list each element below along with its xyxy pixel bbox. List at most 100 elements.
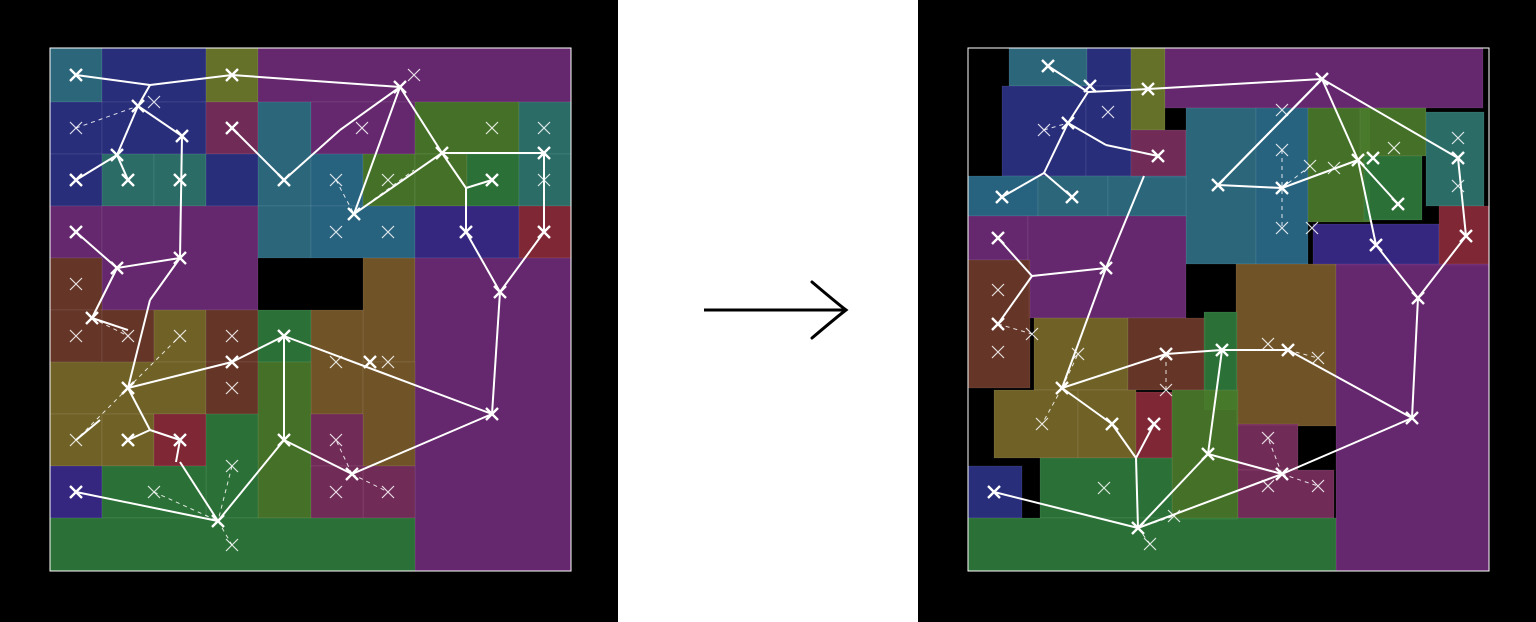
ghost-marker-icon <box>329 485 343 499</box>
node-marker-icon <box>1041 59 1055 73</box>
ghost-marker-icon <box>381 485 395 499</box>
ghost-marker-icon <box>537 121 551 135</box>
graph-edge <box>1061 267 1107 389</box>
node-marker-icon <box>1275 181 1289 195</box>
node-marker-icon <box>347 207 361 221</box>
room-rect <box>414 101 520 155</box>
graph-edge <box>499 231 545 293</box>
node-marker-icon <box>277 433 291 447</box>
ghost-marker-icon <box>537 173 551 187</box>
graph-edge <box>353 86 401 215</box>
node-marker-icon <box>69 173 83 187</box>
graph-edge <box>997 237 1033 277</box>
graph-edge <box>1067 91 1089 124</box>
graph-edge <box>116 105 139 156</box>
ghost-marker-icon <box>355 121 369 135</box>
graph-edge <box>179 461 219 522</box>
node-marker-icon <box>1141 82 1155 96</box>
graph-edge <box>1207 349 1223 455</box>
room-rect <box>1077 389 1137 459</box>
ghost-marker-icon <box>1303 159 1317 173</box>
graph-edge <box>127 387 151 431</box>
graph-edge <box>116 154 129 181</box>
graph-edge <box>1137 473 1283 529</box>
ghost-marker-icon <box>1025 327 1039 341</box>
graph-edge <box>1321 78 1359 161</box>
graph-edge <box>1411 297 1419 419</box>
node-marker-icon <box>1459 229 1473 243</box>
ghost-marker-icon <box>1451 131 1465 145</box>
node-marker-icon <box>69 68 83 82</box>
graph-edge <box>1135 457 1139 529</box>
graph-edge <box>1417 235 1467 299</box>
node-marker-icon <box>1131 521 1145 535</box>
graph-edge <box>1207 453 1283 475</box>
node-marker-icon <box>173 173 187 187</box>
node-marker-icon <box>110 261 124 275</box>
graph-edge <box>283 439 353 475</box>
graph-edge <box>1281 417 1413 475</box>
ghost-marker-icon <box>1143 537 1157 551</box>
graph-edge <box>91 267 118 319</box>
graph-edge <box>1105 144 1159 157</box>
node-marker-icon <box>1215 343 1229 357</box>
graph-edge <box>75 491 219 522</box>
graph-edge <box>283 335 493 415</box>
room-rect <box>310 205 416 259</box>
room-rect <box>362 153 416 207</box>
graph-edge <box>127 361 233 389</box>
node-marker-icon <box>1099 261 1113 275</box>
node-marker-icon <box>537 225 551 239</box>
room-rect <box>414 153 468 207</box>
graph-edge <box>1217 184 1283 189</box>
dashed-edge <box>351 473 389 493</box>
graph-edge <box>465 179 493 189</box>
ghost-marker-icon <box>225 381 239 395</box>
graph-edge <box>127 299 151 389</box>
graph-edge <box>231 74 401 88</box>
ghost-marker-icon <box>1261 479 1275 493</box>
room-rect <box>1425 111 1485 207</box>
node-marker-icon <box>121 173 135 187</box>
ghost-marker-icon <box>1097 481 1111 495</box>
dashed-edge <box>153 491 219 522</box>
ghost-marker-icon <box>1037 123 1051 137</box>
ghost-marker-icon <box>407 68 421 82</box>
graph-edge <box>1031 267 1107 277</box>
node-marker-icon <box>1391 197 1405 211</box>
room-rect <box>362 257 416 363</box>
node-marker-icon <box>1151 149 1165 163</box>
node-marker-icon <box>1405 411 1419 425</box>
graph-edge <box>1287 349 1413 419</box>
graph-edge <box>1321 78 1459 159</box>
graph-edge <box>1061 387 1113 425</box>
graph-edge <box>1047 65 1089 93</box>
ghost-marker-icon <box>329 225 343 239</box>
dashed-edge <box>1267 437 1283 475</box>
graph-edge <box>1001 172 1045 198</box>
graph-edge <box>179 135 183 259</box>
graph-edge <box>993 491 1139 529</box>
graph-edge <box>1375 244 1419 299</box>
ghost-marker-icon <box>225 459 239 473</box>
node-marker-icon <box>1105 417 1119 431</box>
ghost-marker-icon <box>1071 347 1085 361</box>
room-rect <box>205 153 259 207</box>
ghost-marker-icon <box>329 355 343 369</box>
node-marker-icon <box>121 433 135 447</box>
node-marker-icon <box>1366 151 1380 165</box>
dashed-edge <box>1281 165 1311 189</box>
node-marker-icon <box>1065 190 1079 204</box>
node-marker-icon <box>995 190 1009 204</box>
ghost-marker-icon <box>1451 179 1465 193</box>
graph-edge <box>75 154 118 181</box>
graph-edge <box>399 86 443 154</box>
ghost-marker-icon <box>147 95 161 109</box>
ghost-marker-icon <box>381 225 395 239</box>
ghost-marker-icon <box>1035 417 1049 431</box>
node-marker-icon <box>1211 178 1225 192</box>
canvas-border <box>967 47 1490 572</box>
graph-edge <box>1061 353 1167 389</box>
graph-edge <box>149 257 181 301</box>
ghost-marker-icon <box>1275 103 1289 117</box>
